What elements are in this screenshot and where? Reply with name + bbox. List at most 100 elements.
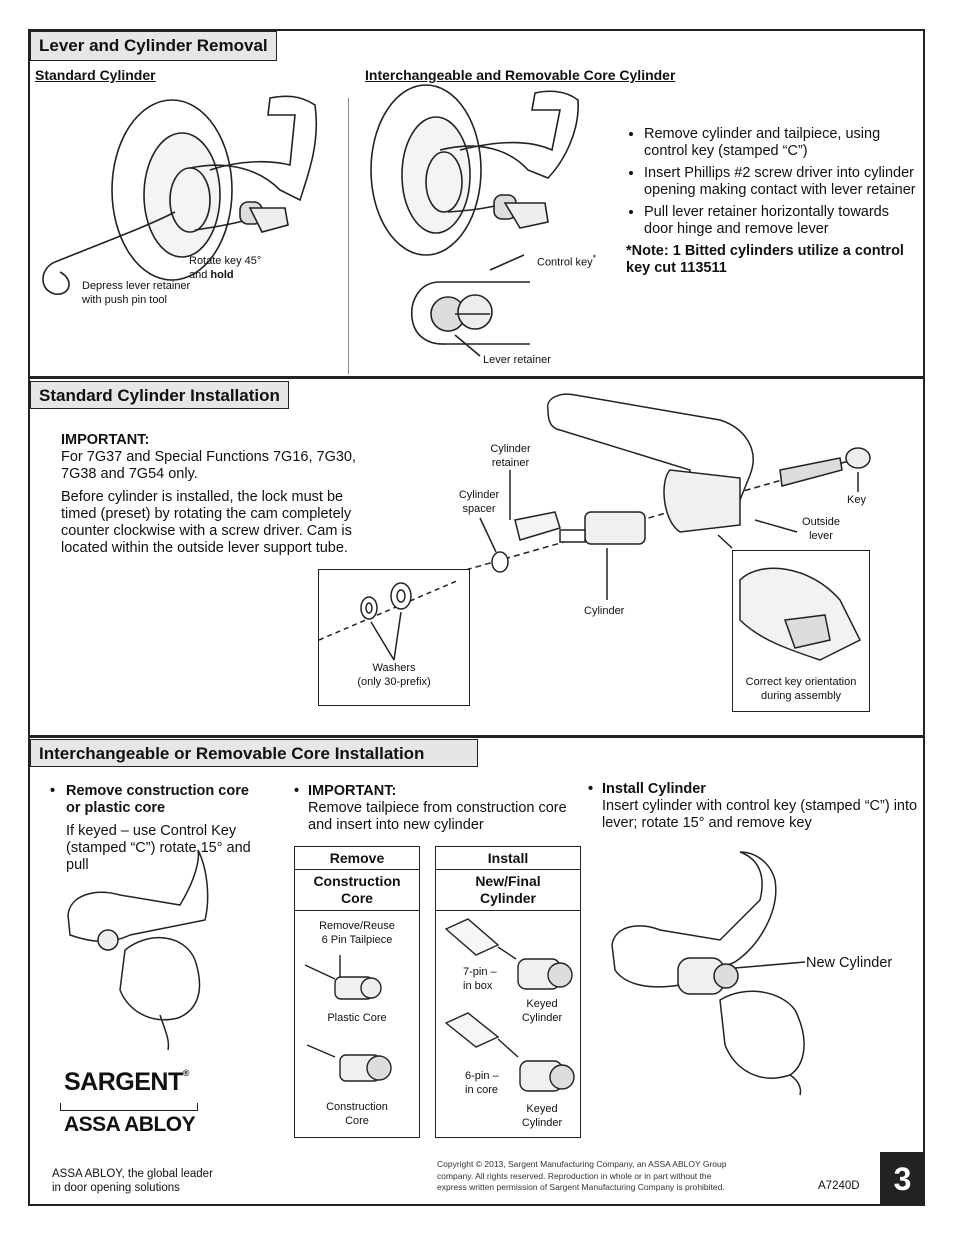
install-header: Install bbox=[436, 847, 580, 870]
tailpiece-line-1: Remove/Reuse bbox=[319, 920, 395, 932]
remove-core-illustration bbox=[304, 955, 392, 1082]
ic-step-1-title-line-1: Remove construction core bbox=[66, 783, 249, 799]
tailpiece-line-2: 6 Pin Tailpiece bbox=[321, 934, 393, 946]
section-title-removal: Lever and Cylinder Removal bbox=[30, 31, 277, 61]
bullet-dot: • bbox=[588, 781, 594, 797]
assa-abloy-logo: ASSA ABLOY bbox=[64, 1113, 196, 1136]
cylinder-label: Cylinder bbox=[584, 605, 625, 617]
cylinder-retainer-label: Cylinder retainer bbox=[478, 442, 543, 470]
washers-line-2: (only 30-prefix) bbox=[357, 676, 431, 688]
section-divider-2 bbox=[28, 735, 925, 738]
bullet-dot: • bbox=[294, 783, 300, 799]
page-number: 3 bbox=[880, 1152, 925, 1206]
copyright-line-1: Copyright © 2013, Sargent Manufacturing … bbox=[437, 1159, 727, 1169]
important-label: IMPORTANT: bbox=[61, 432, 150, 448]
orientation-line-1: Correct key orientation bbox=[745, 676, 857, 688]
install-subheader: New/Final Cylinder bbox=[436, 870, 580, 911]
ic-step-2-title: • IMPORTANT: bbox=[294, 783, 574, 800]
control-key-callout: Control key* bbox=[537, 251, 596, 270]
ic-step-1: • Remove construction core or plastic co… bbox=[50, 783, 280, 874]
orientation-line-2: during assembly bbox=[760, 690, 842, 702]
tagline-line-1: ASSA ABLOY, the global leader bbox=[52, 1168, 213, 1180]
cylinder-retainer-line-1: Cylinder bbox=[490, 443, 531, 455]
cylinder-spacer-label: Cylinder spacer bbox=[448, 488, 510, 516]
registered-mark: ® bbox=[182, 1068, 190, 1078]
control-key-text: Control key bbox=[537, 256, 593, 269]
ic-step-3-title: • Install Cylinder bbox=[588, 781, 918, 798]
section-divider-1 bbox=[28, 376, 925, 379]
tailpiece-label: Remove/Reuse 6 Pin Tailpiece bbox=[295, 919, 419, 947]
key-orientation-label: Correct key orientation during assembly bbox=[733, 675, 869, 703]
keyed-1-line-1: Keyed bbox=[526, 998, 558, 1010]
keyed-2-line-2: Cylinder bbox=[521, 1117, 563, 1129]
ic-step-3-title-text: Install Cylinder bbox=[602, 781, 706, 797]
copyright-line-3: express written permission of Sargent Ma… bbox=[437, 1182, 725, 1192]
rotate-key-callout: Rotate key 45° and hold bbox=[189, 254, 261, 282]
section-title-standard-install: Standard Cylinder Installation bbox=[30, 381, 289, 409]
important-text: For 7G37 and Special Functions 7G16, 7G3… bbox=[61, 449, 357, 482]
logo-bracket bbox=[60, 1103, 198, 1111]
rotate-key-text: Rotate key 45° bbox=[189, 255, 262, 267]
construction-core-line-2: Core bbox=[345, 1115, 369, 1127]
keyed-1-line-2: Cylinder bbox=[521, 1012, 563, 1024]
pin7-line-1: 7-pin – bbox=[463, 966, 497, 978]
standard-install-instructions: IMPORTANT: For 7G37 and Special Function… bbox=[61, 432, 366, 557]
pin6-line-2: in core bbox=[465, 1084, 499, 1096]
construction-core-line-1: Construction bbox=[326, 1101, 388, 1113]
bitted-note: *Note: 1 Bitted cylinders utilize a cont… bbox=[626, 243, 904, 276]
and-text: and bbox=[189, 269, 211, 281]
removal-step-1: Remove cylinder and tailpiece, using con… bbox=[644, 126, 916, 160]
depress-line-2: with push pin tool bbox=[82, 294, 167, 306]
ic-step-2-title-text: IMPORTANT: bbox=[308, 783, 397, 799]
install-sub-line-1: New/Final bbox=[475, 873, 541, 889]
column-divider bbox=[348, 98, 349, 374]
pin7-line-2: in box bbox=[463, 980, 493, 992]
keyed-cylinder-label-1: Keyed Cylinder bbox=[506, 997, 578, 1025]
remove-subheader: Construction Core bbox=[295, 870, 419, 911]
depress-retainer-callout: Depress lever retainer with push pin too… bbox=[82, 279, 190, 307]
remove-sub-line-1: Construction bbox=[313, 873, 401, 889]
cylinder-spacer-line-1: Cylinder bbox=[458, 489, 500, 501]
hold-text: hold bbox=[210, 269, 234, 281]
outside-lever-line-2: lever bbox=[809, 530, 833, 542]
section-title-ic-install: Interchangeable or Removable Core Instal… bbox=[30, 739, 478, 767]
tagline: ASSA ABLOY, the global leader in door op… bbox=[52, 1167, 213, 1195]
lever-retainer-callout: Lever retainer bbox=[483, 354, 551, 366]
page-frame bbox=[28, 29, 925, 1206]
bullet-dot: • bbox=[50, 783, 56, 799]
pin6-line-1: 6-pin – bbox=[465, 1070, 499, 1082]
key-label: Key bbox=[847, 494, 866, 506]
ic-step-2-text: Remove tailpiece from construction core … bbox=[308, 800, 567, 833]
removal-step-3: Pull lever retainer horizontally towards… bbox=[644, 204, 916, 238]
remove-core-panel: Remove Construction Core Remove/Reuse 6 … bbox=[294, 846, 420, 1138]
key-orientation-detail-box: Correct key orientation during assembly bbox=[732, 550, 870, 712]
depress-line-1: Depress lever retainer bbox=[82, 280, 191, 292]
remove-header: Remove bbox=[295, 847, 419, 870]
ic-step-2: • IMPORTANT: Remove tailpiece from constr… bbox=[294, 783, 574, 834]
install-cylinder-panel: Install New/Final Cylinder 7-pin – in bo… bbox=[435, 846, 581, 1138]
cylinder-spacer-line-2: spacer bbox=[462, 503, 496, 515]
ic-cylinder-heading: Interchangeable and Removable Core Cylin… bbox=[365, 67, 676, 83]
cylinder-retainer-line-2: retainer bbox=[491, 457, 530, 469]
install-cylinder-illustration bbox=[444, 918, 575, 1092]
control-key-asterisk: * bbox=[592, 253, 597, 263]
outside-lever-line-1: Outside bbox=[802, 516, 840, 528]
ic-step-1-text: If keyed – use Control Key (stamped “C”)… bbox=[66, 823, 251, 873]
tagline-line-2: in door opening solutions bbox=[52, 1182, 180, 1194]
pin7-label: 7-pin – in box bbox=[463, 965, 497, 993]
new-cylinder-label: New Cylinder bbox=[806, 955, 893, 971]
copyright-line-2: company. All rights reserved. Reproducti… bbox=[437, 1170, 712, 1181]
remove-sub-line-2: Core bbox=[341, 890, 373, 906]
removal-instructions: Remove cylinder and tailpiece, using con… bbox=[626, 126, 916, 277]
washers-illustration bbox=[318, 579, 460, 661]
ic-step-3-text: Insert cylinder with control key (stampe… bbox=[602, 798, 918, 831]
washers-label: Washers (only 30-prefix) bbox=[319, 661, 469, 689]
keyed-2-line-1: Keyed bbox=[526, 1103, 558, 1115]
washers-detail-box: Washers (only 30-prefix) bbox=[318, 569, 470, 706]
ic-step-3: • Install Cylinder Insert cylinder with c… bbox=[588, 781, 918, 832]
sargent-logo: SARGENT® bbox=[64, 1068, 189, 1097]
construction-core-label: Construction Core bbox=[295, 1100, 419, 1128]
